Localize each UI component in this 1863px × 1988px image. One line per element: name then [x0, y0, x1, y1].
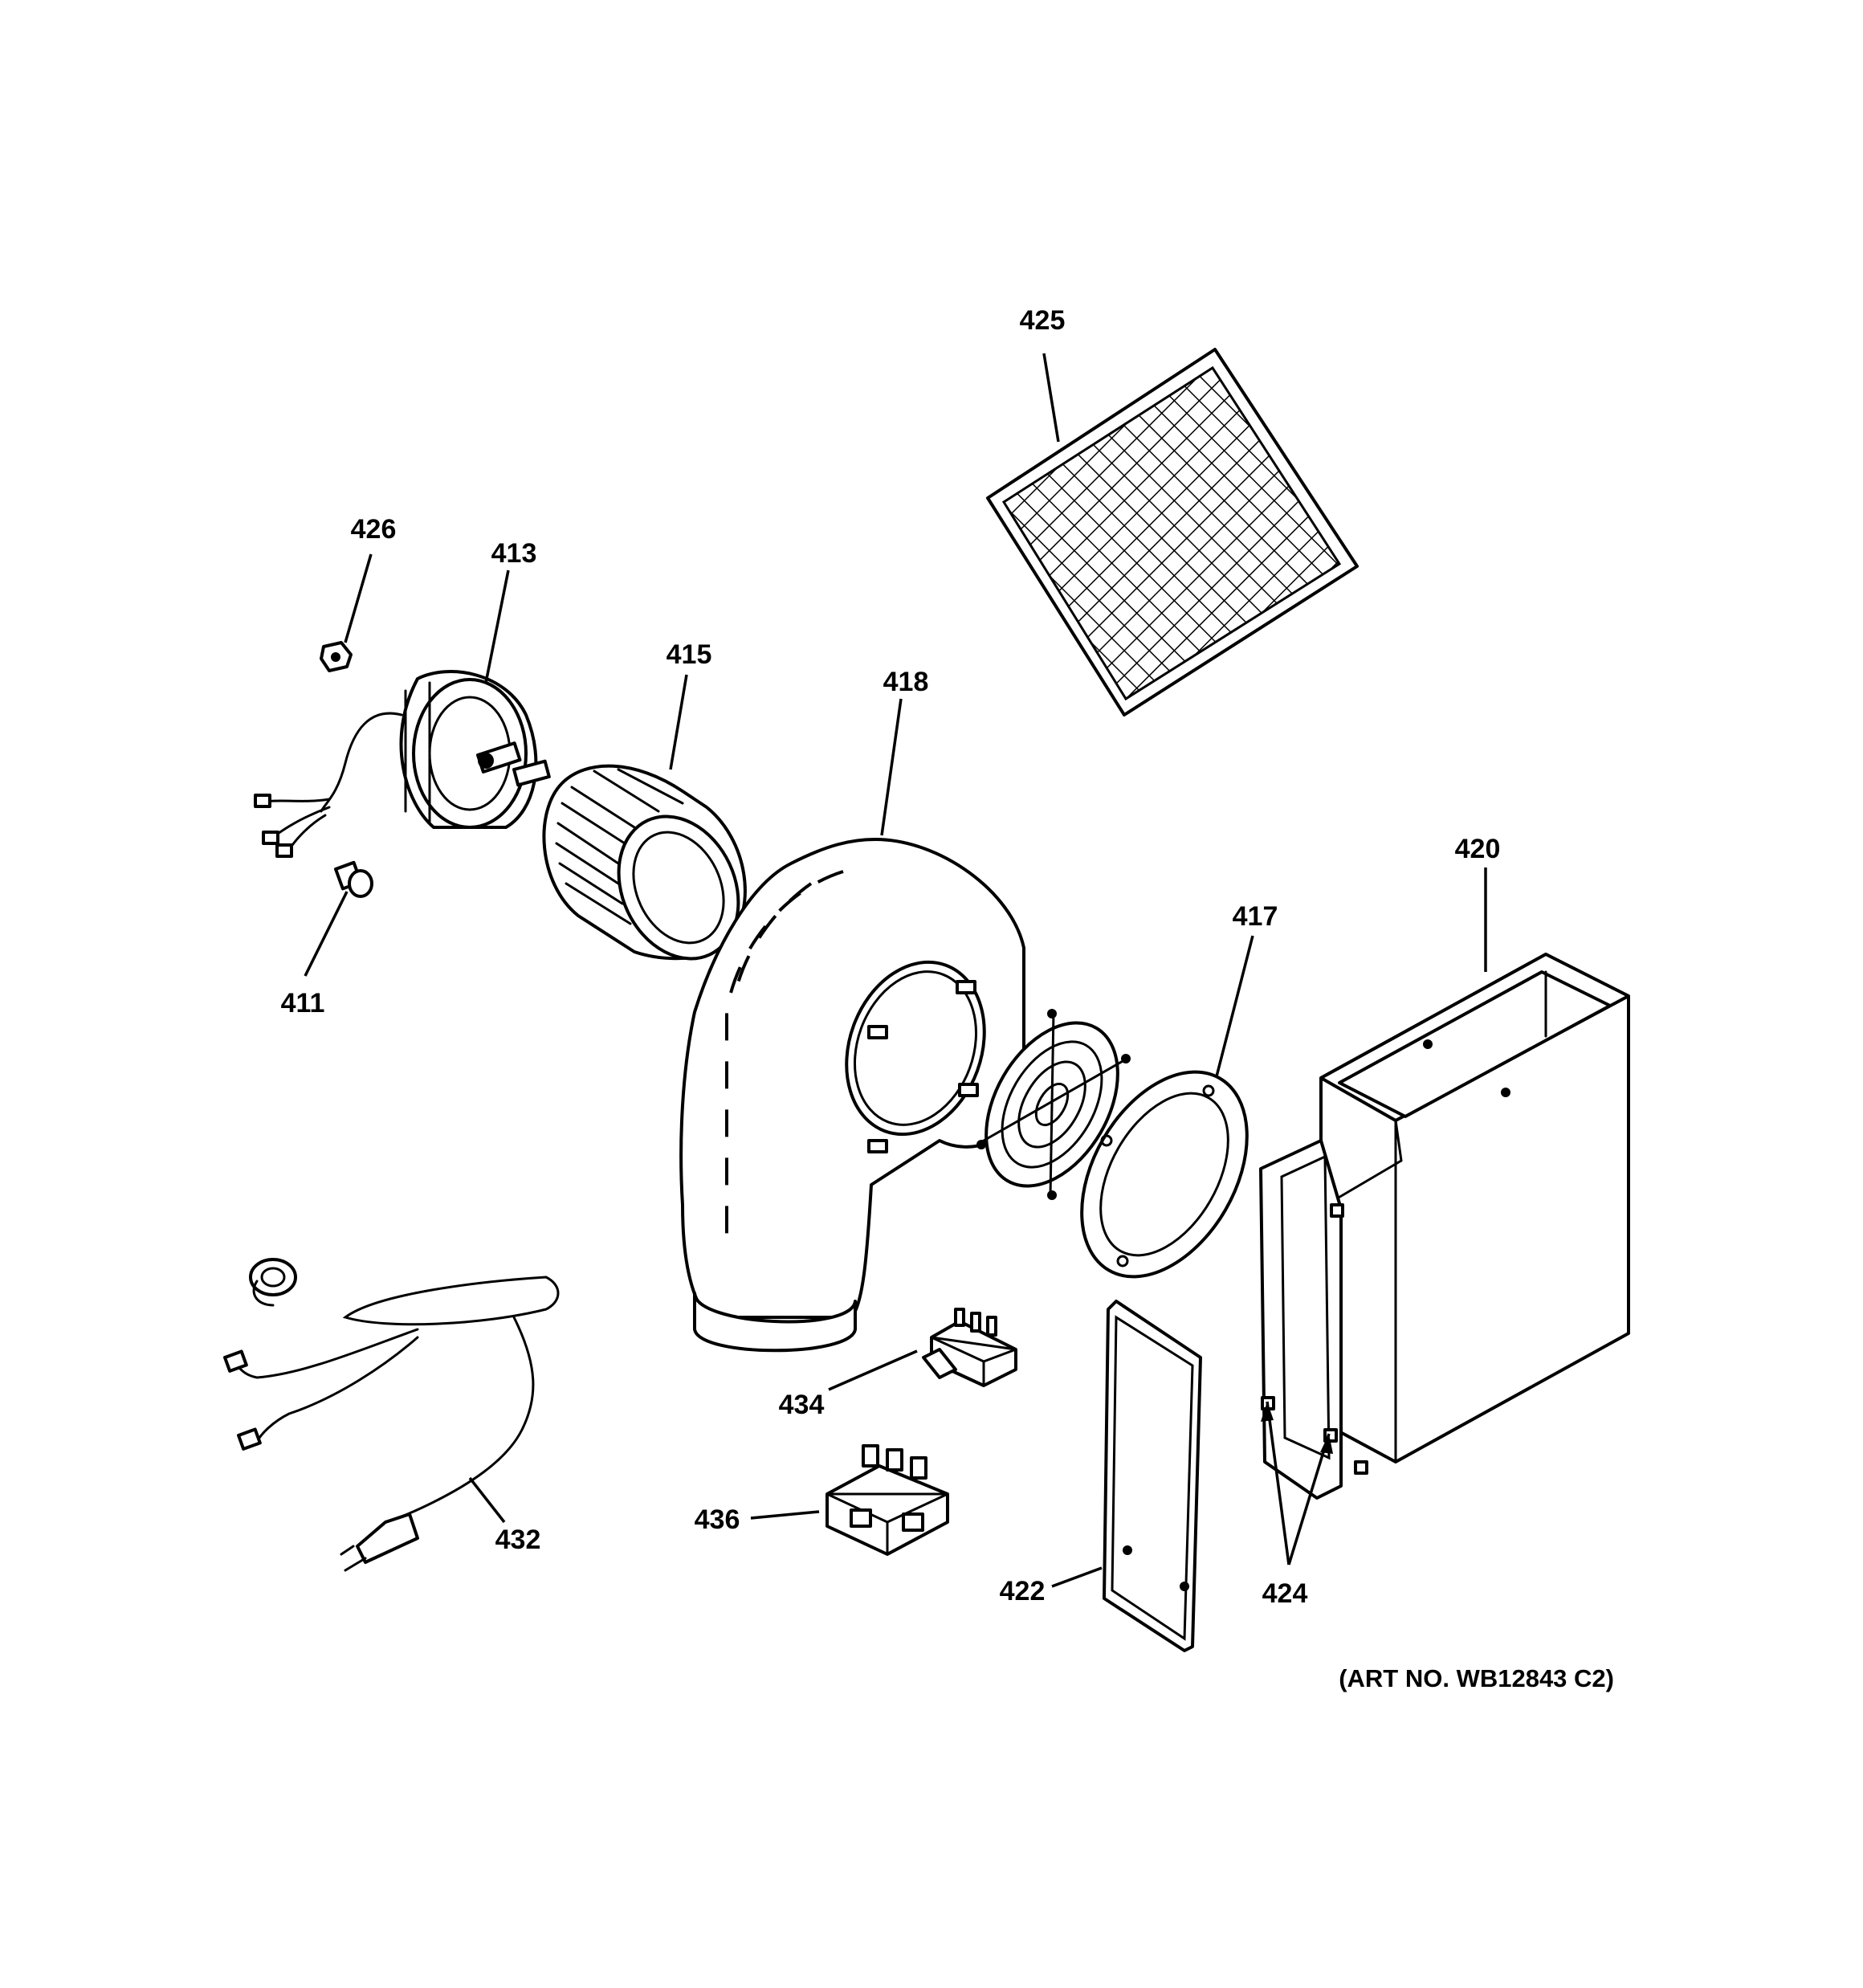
leader-422	[1051, 1566, 1103, 1588]
callout-422: 422	[1000, 1576, 1046, 1606]
callout-436: 436	[695, 1504, 740, 1535]
art-number: (ART NO. WB12843 C2)	[1339, 1664, 1614, 1692]
leader-lines	[304, 353, 1487, 1588]
power-cord-432	[222, 1258, 560, 1572]
callout-425: 425	[1020, 305, 1066, 336]
callout-417: 417	[1233, 901, 1278, 932]
callout-415: 415	[667, 639, 712, 670]
filter-425	[986, 348, 1359, 716]
spark-module-436	[826, 1444, 949, 1556]
leader-411	[304, 891, 349, 977]
callout-413: 413	[491, 538, 537, 569]
blower-wheel-415	[542, 764, 747, 961]
leader-426	[344, 553, 373, 643]
screw-411	[334, 860, 373, 898]
enclosure-420	[1259, 953, 1630, 1500]
leader-413	[484, 569, 510, 684]
leader-424a	[1266, 1401, 1290, 1565]
leader-415	[669, 674, 688, 770]
cover-panel-422	[1103, 1300, 1202, 1652]
leader-418	[880, 698, 903, 836]
relay-434	[922, 1308, 1017, 1387]
leader-417	[1215, 935, 1254, 1077]
motor-413	[254, 670, 551, 858]
leader-425	[1042, 353, 1060, 443]
callout-426: 426	[351, 514, 397, 545]
fan-guard	[976, 1009, 1131, 1200]
callout-labels: 425 426 413 415 418 420 417 411 434 436 …	[281, 305, 1614, 1692]
callout-432: 432	[495, 1525, 541, 1555]
blower-housing-418	[679, 838, 1025, 1353]
leader-434	[828, 1349, 918, 1391]
callout-420: 420	[1455, 834, 1501, 864]
callout-424: 424	[1262, 1578, 1308, 1609]
leader-424b	[1287, 1433, 1331, 1565]
callout-411: 411	[281, 988, 325, 1018]
gasket-417	[1080, 1070, 1249, 1279]
callout-434: 434	[779, 1390, 825, 1420]
leader-436	[750, 1510, 820, 1520]
callout-418: 418	[883, 667, 929, 697]
nut-426	[320, 641, 353, 672]
leader-432	[468, 1476, 506, 1524]
